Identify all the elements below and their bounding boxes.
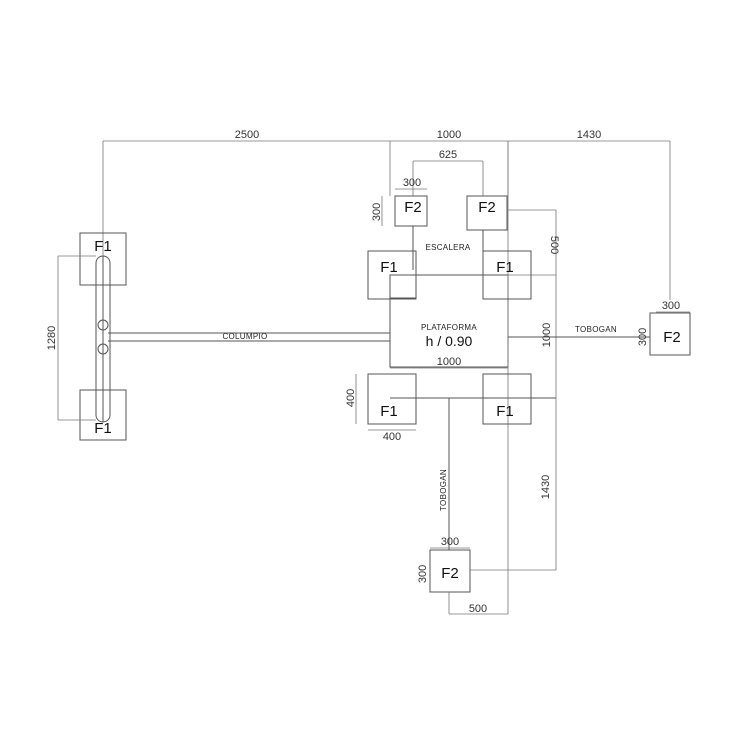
dim-500-stair: 500	[548, 236, 560, 254]
right-slide-footing-label: F2	[663, 329, 681, 346]
tobogan-right-label: TOBOGAN	[575, 325, 617, 334]
platform-footing-top-left	[367, 250, 417, 300]
dim-300-right-height: 300	[637, 328, 649, 346]
columpio-label: COLUMPIO	[222, 332, 267, 341]
dim-1000-platform: 1000	[437, 356, 461, 368]
dim-1000-platform-side: 1000	[541, 323, 553, 347]
bottom-slide-footing	[429, 549, 471, 593]
platform-footing-top-right	[482, 250, 532, 300]
stair-footing-right-label: F2	[478, 199, 496, 216]
stair-footing-right	[466, 195, 508, 231]
dim-625: 625	[439, 149, 457, 161]
stair-footing-left	[394, 195, 428, 227]
plataforma-label: PLATAFORMA	[421, 323, 477, 332]
right-slide-footing	[649, 312, 691, 356]
swing-footing-bottom-label: F1	[94, 420, 112, 437]
dim-300-stair-width: 300	[403, 177, 421, 189]
bottom-slide-footing-label: F2	[441, 565, 459, 582]
dim-2500: 2500	[235, 129, 259, 141]
dim-1430-bottom: 1430	[540, 475, 552, 499]
dim-1000-top: 1000	[437, 129, 461, 141]
top-dimension-lines	[102, 140, 671, 300]
stair-footing-left-label: F2	[404, 199, 422, 216]
dim-300-right-width: 300	[662, 300, 680, 312]
platform-footing-bottom-left	[367, 373, 417, 425]
dim-300-stair-height: 300	[371, 203, 383, 221]
dim-400-width: 400	[383, 431, 401, 443]
platform-footing-bottom-left-label: F1	[380, 403, 398, 420]
dim-300-bottom-height: 300	[417, 565, 429, 583]
dim-1280: 1280	[46, 326, 58, 350]
swing-frame	[57, 255, 390, 423]
platform-footing-top-left-label: F1	[380, 259, 398, 276]
platform-footing-bottom-right-label: F1	[496, 403, 514, 420]
dim-300-bottom-width: 300	[441, 536, 459, 548]
escalera-label: ESCALERA	[425, 243, 470, 252]
platform-footing-bottom-right	[482, 373, 532, 425]
tobogan-bottom-label: TOBOGAN	[439, 469, 448, 511]
dim-400-height: 400	[345, 389, 357, 407]
swing-footing-top-label: F1	[94, 238, 112, 255]
platform-outline	[389, 274, 509, 368]
platform-height-label: h / 0.90	[426, 333, 473, 349]
dim-1430-top: 1430	[577, 129, 601, 141]
dim-500-bottom: 500	[469, 603, 487, 615]
platform-footing-top-right-label: F1	[496, 259, 514, 276]
stair-rails	[412, 209, 557, 570]
